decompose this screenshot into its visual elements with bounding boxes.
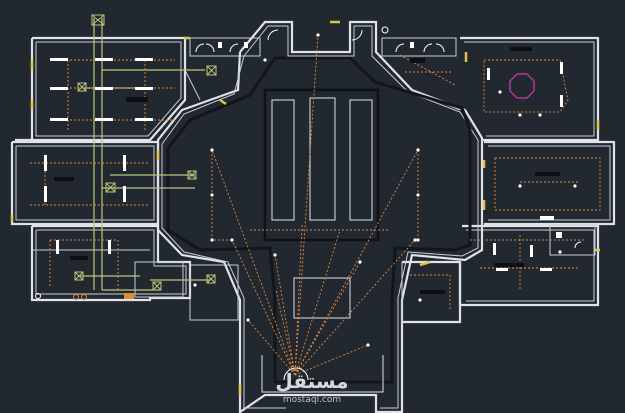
equipment-symbol [35, 293, 87, 300]
light-fixtures [44, 58, 563, 271]
room-tags [54, 47, 560, 294]
mostaql-watermark: مستقل mostaql.com [275, 369, 348, 405]
junction-boxes [74, 14, 217, 291]
electrical-panel [124, 293, 134, 299]
fixture-dots [193, 33, 577, 347]
doors [195, 29, 582, 381]
watermark-logo-text: مستقل [275, 369, 348, 393]
watermark-site-text: mostaql.com [283, 395, 341, 405]
central-hall [166, 56, 472, 393]
magenta-octagon-fixture [509, 73, 535, 99]
exterior-walls [10, 20, 616, 413]
restroom-fixtures [218, 26, 562, 238]
wall-accents [10, 20, 600, 395]
